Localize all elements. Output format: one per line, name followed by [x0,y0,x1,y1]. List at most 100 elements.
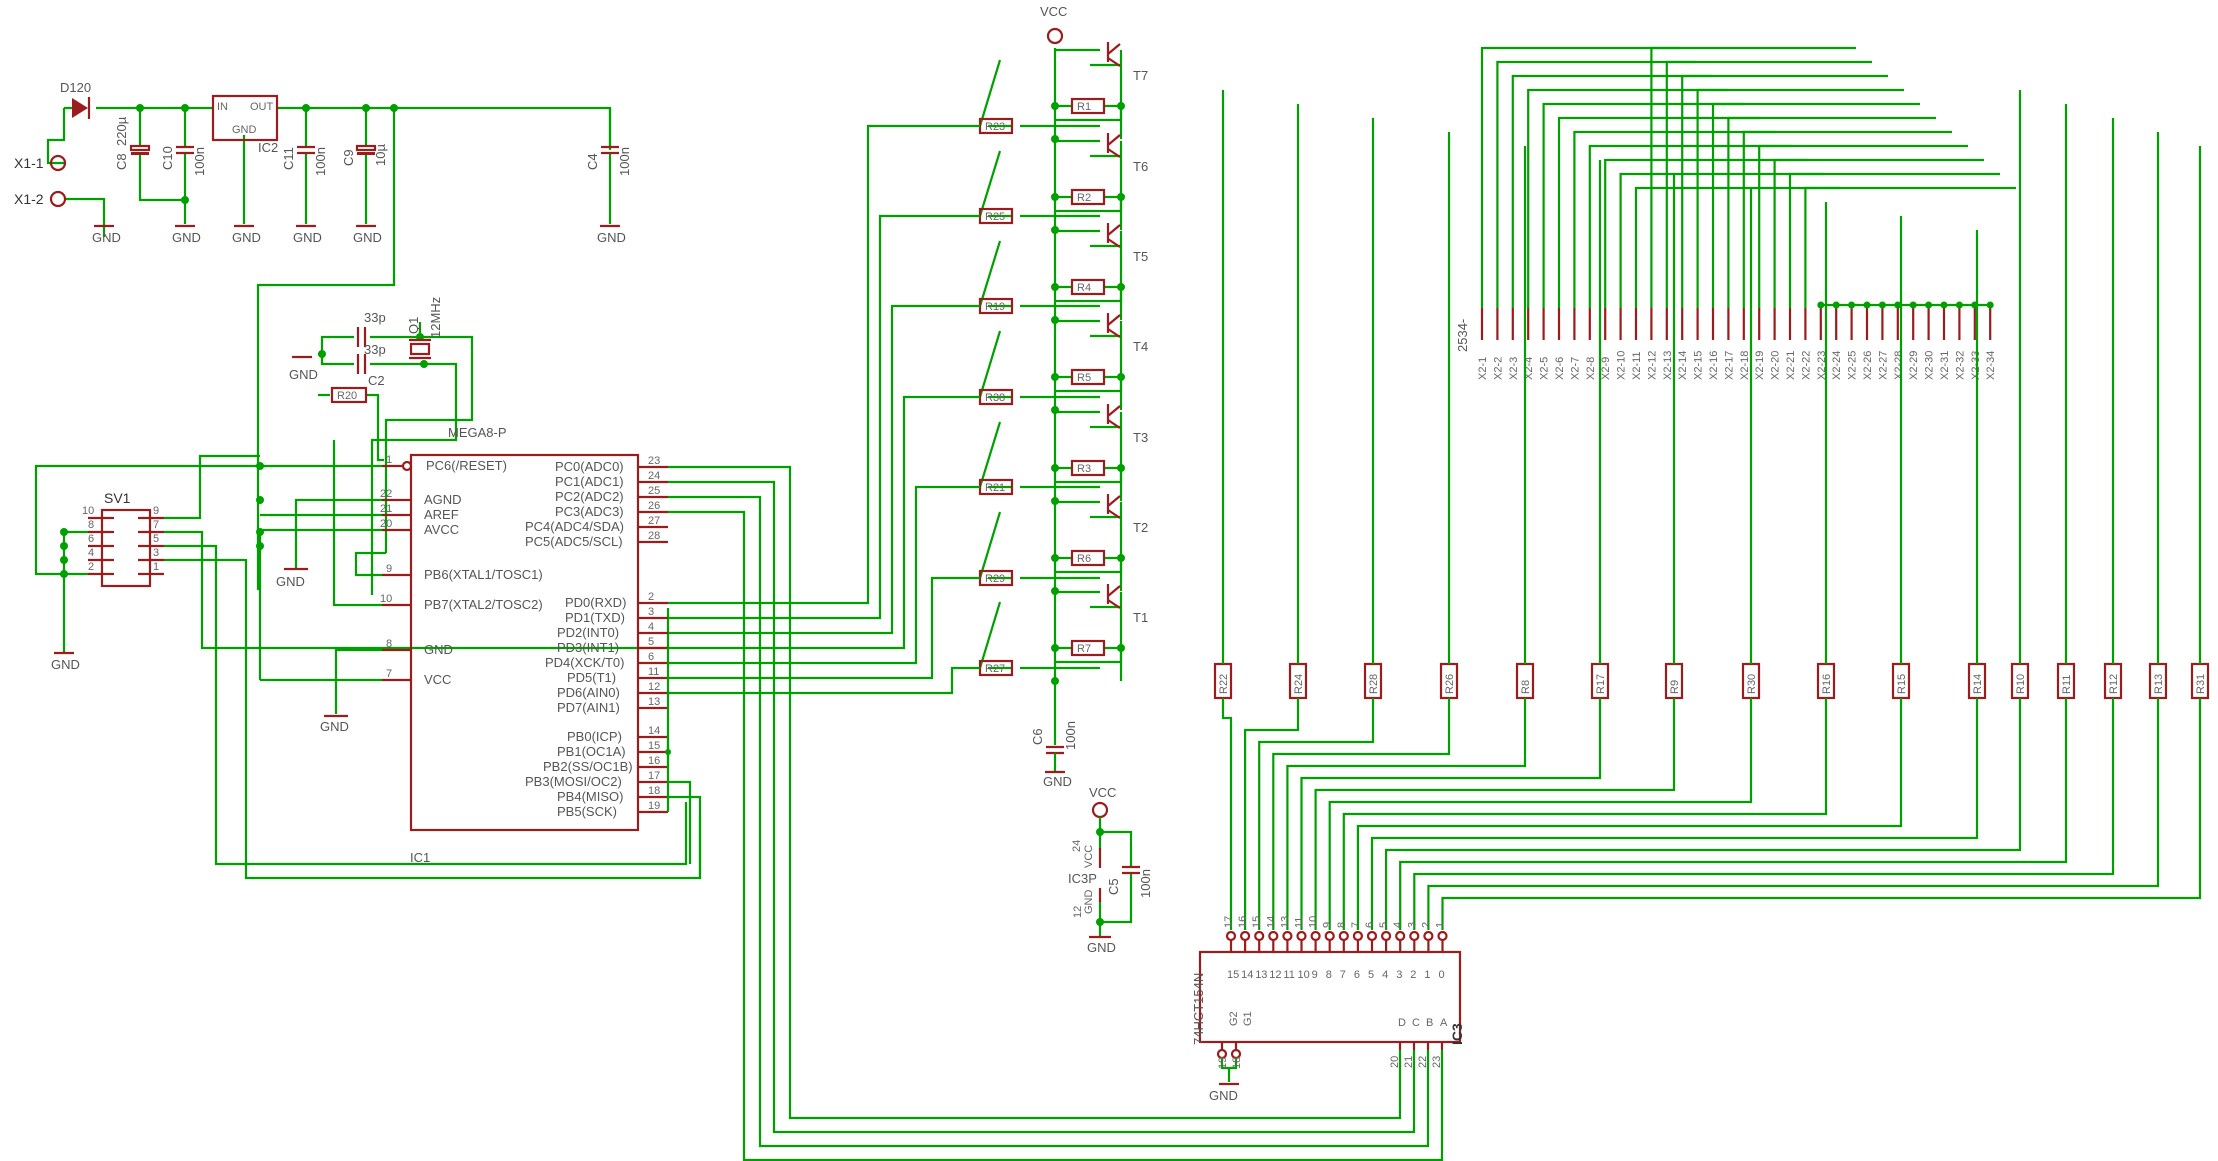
svg-text:100n: 100n [192,147,207,176]
svg-text:18: 18 [648,785,660,797]
vcc-top-symbol [1046,27,1064,45]
x2-pin-8: X2-8 [1585,308,1597,380]
x2-pin-label: X2-24 [1831,351,1843,380]
svg-text:24: 24 [648,470,660,482]
svg-text:GND: GND [51,657,80,672]
ic3-pin-number: 16 [1237,916,1249,928]
x2-pin-label: X2-11 [1631,351,1643,380]
svg-text:100n: 100n [313,147,328,176]
column-resistor-label: R17 [1595,674,1607,694]
svg-text:100n: 100n [1138,869,1153,898]
svg-text:GND: GND [1087,940,1116,955]
svg-text:6: 6 [88,533,94,545]
x2-pin-label: X2-3 [1508,357,1520,380]
svg-text:D: D [1398,1017,1406,1029]
x2-pin-label: X2-22 [1800,351,1812,380]
svg-text:3: 3 [648,606,654,618]
column-resistor-r11: R11 [1399,104,2076,930]
svg-text:16: 16 [648,755,660,767]
x1-1-label: X1-1 [14,155,44,171]
x2-pin-label: X2-20 [1770,351,1782,380]
x2-pin-label: X2-9 [1600,357,1612,380]
svg-text:GND: GND [172,230,201,245]
svg-text:B: B [1426,1017,1433,1029]
x2-pin-label: X2-1 [1477,357,1489,380]
x2-pin-5: X2-5 [1539,308,1551,380]
svg-text:23: 23 [648,455,660,467]
svg-text:12: 12 [648,681,660,693]
svg-text:C8: C8 [114,153,129,170]
svg-text:PB7(XTAL2/TOSC2): PB7(XTAL2/TOSC2) [424,597,543,612]
ic3-pin-number: 1 [1435,922,1447,928]
cap-c4: C4 100n [585,108,632,224]
svg-text:GND: GND [232,230,261,245]
svg-text:Q1: Q1 [406,317,421,334]
x2-pin-label: X2-29 [1908,351,1920,380]
svg-text:1: 1 [153,561,159,573]
x2-pin-9: X2-9 [1600,308,1612,380]
svg-text:IC3P: IC3P [1068,871,1097,886]
svg-text:GND: GND [293,230,322,245]
column-resistor-r9: R9 [1314,174,1684,930]
x2-pin-29: X2-29 [1908,308,1920,380]
x2-pin-label: X2-6 [1554,357,1566,380]
ic3-output-label: 13 [1255,969,1267,981]
svg-text:PD5(T1): PD5(T1) [567,670,616,685]
svg-text:PD4(XCK/T0): PD4(XCK/T0) [545,655,624,670]
column-resistor-label: R28 [1368,674,1380,694]
ic3-part: 74HCT154N [1191,973,1206,1045]
ic3-top-pin-4: 43 [1392,922,1406,981]
x2-pin-label: X2-5 [1539,357,1551,380]
x2-pin-27: X2-27 [1877,308,1889,380]
svg-text:27: 27 [648,515,660,527]
diode-d120: D120 [60,80,91,119]
svg-text:20: 20 [380,518,392,530]
transistor-label: T6 [1133,159,1148,174]
x2-pin-label: X2-14 [1677,351,1689,380]
ic3-output-label: 10 [1298,969,1310,981]
x2-pin-18: X2-18 [1739,308,1751,380]
x2-pin-14: X2-14 [1677,308,1689,380]
x2-pin-label: X2-21 [1785,351,1797,380]
resistor-label: R7 [1077,643,1091,655]
x2-pin-1: X2-1 [1477,308,1489,380]
column-resistor-label: R26 [1444,674,1456,694]
x2-pin-label: X2-17 [1723,351,1735,380]
svg-text:G1: G1 [1242,1011,1254,1026]
svg-text:VCC: VCC [424,672,451,687]
x2-pin-label: X2-33 [1970,351,1982,380]
svg-text:C9: C9 [341,149,356,166]
x2-pin-label: X2-23 [1816,351,1828,380]
x2-pin-label: X2-32 [1954,351,1966,380]
svg-text:PC5(ADC5/SCL): PC5(ADC5/SCL) [525,534,623,549]
transistor-label: T1 [1133,610,1148,625]
transistor-label: T3 [1133,430,1148,445]
ic3-pin-number: 14 [1265,916,1277,928]
ic3-output-label: 2 [1410,969,1416,981]
connector-name: 2534- [1455,319,1470,352]
ic3-output-label: 6 [1354,969,1360,981]
svg-text:12MHz: 12MHz [428,297,443,338]
column-resistor-label: R13 [2153,674,2165,694]
ic3-pin-number: 8 [1336,922,1348,928]
x2-pin-23: X2-23 [1816,308,1828,380]
ic3-top-pin-10: 109 [1308,916,1321,981]
base-resistor-label: R23 [985,121,1005,133]
svg-text:C10: C10 [160,146,175,170]
svg-text:GND: GND [92,230,121,245]
svg-text:PD1(TXD): PD1(TXD) [565,610,625,625]
column-resistor-label: R24 [1293,674,1305,694]
svg-text:GND: GND [1083,890,1095,915]
x1-1-terminal [49,154,67,172]
x2-pin-label: X2-7 [1569,357,1581,380]
column-resistor-label: R16 [1821,674,1833,694]
svg-text:21: 21 [380,503,392,515]
svg-text:VCC: VCC [1089,785,1116,800]
svg-text:GND: GND [1043,774,1072,789]
